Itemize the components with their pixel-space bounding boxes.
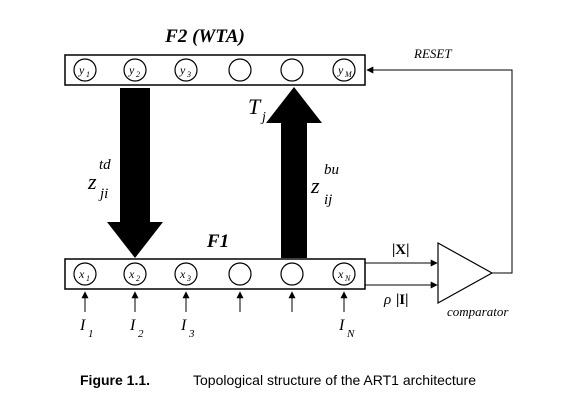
input-label-3: I	[180, 317, 187, 334]
f1-node-sub-2: 2	[136, 274, 140, 283]
svg-text:ji: ji	[98, 186, 108, 202]
f1-node-4	[228, 262, 252, 286]
input-label-sub-6: N	[346, 328, 355, 340]
f2-node-2	[123, 58, 147, 82]
f1-node-sub-6: N	[344, 274, 351, 283]
f2-node-1	[73, 58, 97, 82]
svg-text:bu: bu	[324, 162, 339, 178]
f1-title: F1	[206, 231, 229, 252]
caption-label: Figure 1.1.	[80, 372, 150, 388]
input-label-1: I	[79, 317, 86, 334]
f1-node-5	[280, 262, 304, 286]
reset-label: RESET	[413, 46, 452, 61]
f2-node-5	[280, 58, 304, 82]
comparator-label: comparator	[447, 304, 509, 319]
f1-node-2	[123, 262, 147, 286]
f1-node-1	[73, 262, 97, 286]
f2-node-sub-1: 1	[86, 70, 90, 79]
svg-text:j: j	[260, 110, 266, 125]
input-label-sub-3: 3	[188, 328, 195, 340]
caption-text: Topological structure of the ART1 archit…	[193, 372, 476, 388]
f2-node-label-2: y	[128, 63, 135, 77]
f2-node-sub-3: 3	[186, 70, 191, 79]
f1-node-6	[332, 262, 356, 286]
svg-text:T: T	[248, 94, 262, 119]
f2-node-sub-2: 2	[136, 70, 140, 79]
f2-node-3	[174, 58, 198, 82]
input-label-sub-1: 1	[88, 328, 94, 340]
f1-node-sub-1: 1	[86, 274, 90, 283]
svg-text:|I|: |I|	[396, 292, 408, 308]
bottom-up-weight-label: z bu ij	[310, 162, 339, 208]
f2-layer-box	[64, 54, 366, 86]
f1-layer-box	[64, 258, 366, 290]
f2-node-label-6: y	[337, 63, 344, 77]
svg-text:ρ: ρ	[383, 292, 391, 308]
f2-title: F2 (WTA)	[164, 26, 245, 47]
svg-text:ij: ij	[324, 192, 332, 208]
top-down-arrow	[107, 88, 163, 258]
f1-node-3	[174, 262, 198, 286]
tj-label: T j	[248, 94, 266, 125]
norm-x-label: |X|	[392, 242, 409, 258]
f1-node-label-6: x	[337, 267, 344, 281]
f1-node-label-2: x	[128, 267, 135, 281]
figure-caption: Figure 1.1. Topological structure of the…	[80, 372, 476, 388]
f2-node-4	[228, 58, 252, 82]
f2-node-label-3: y	[179, 63, 186, 77]
f2-node-sub-6: M	[344, 70, 353, 79]
f1-node-label-1: x	[78, 267, 85, 281]
svg-text:z: z	[87, 169, 97, 194]
f2-node-label-1: y	[78, 63, 85, 77]
input-label-6: I	[338, 317, 345, 334]
svg-text:z: z	[310, 173, 320, 198]
rho-i-label: ρ |I|	[383, 292, 408, 308]
comparator-triangle	[437, 241, 494, 305]
reset-path	[366, 66, 513, 274]
input-label-sub-2: 2	[138, 328, 144, 340]
f2-node-6	[332, 58, 356, 82]
bottom-up-arrow	[266, 87, 322, 258]
input-label-2: I	[129, 317, 136, 334]
svg-text:td: td	[99, 157, 111, 173]
f1-node-sub-3: 3	[186, 274, 191, 283]
top-down-weight-label: z td ji	[87, 157, 111, 202]
f1-node-label-3: x	[179, 267, 186, 281]
